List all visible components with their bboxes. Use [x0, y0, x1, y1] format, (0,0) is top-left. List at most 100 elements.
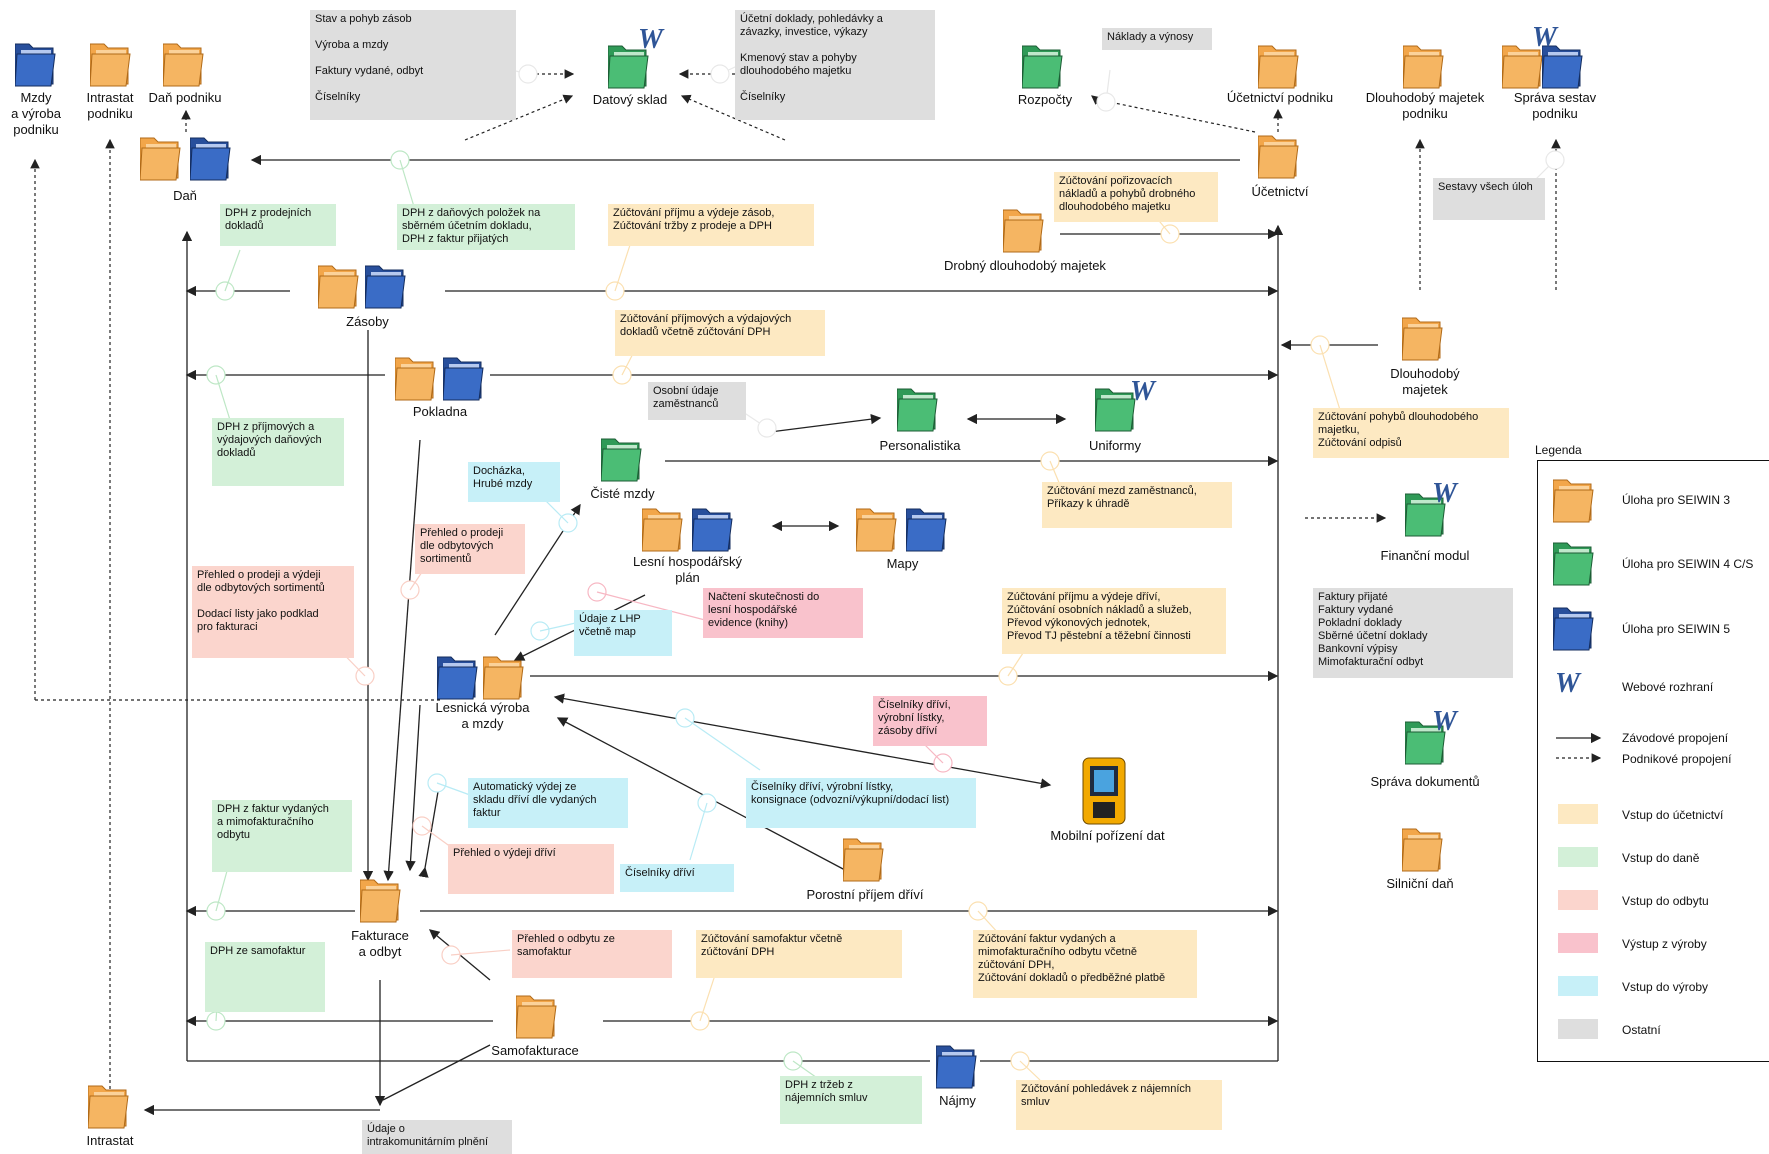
note: Údaje z LHP včetně map	[574, 610, 672, 656]
node-dan: Daň	[173, 188, 197, 203]
folder-blue-icon[interactable]	[436, 651, 481, 706]
folder-blue-icon[interactable]	[691, 503, 736, 558]
note: Osobní údaje zaměstnanců	[648, 382, 746, 420]
folder-orange-icon[interactable]	[162, 38, 207, 93]
note: Číselníky dříví	[620, 864, 734, 892]
folder-green-icon[interactable]	[600, 433, 645, 488]
legend-zavodove: Závodové propojení	[1622, 731, 1729, 745]
note: Sestavy všech úloh	[1433, 178, 1545, 220]
folder-blue-icon[interactable]	[905, 503, 950, 558]
node-pokladna: Pokladna	[412, 404, 468, 419]
note: Účetní doklady, pohledávky a závazky, in…	[735, 10, 935, 120]
note: Zúčtování příjmových a výdajových doklad…	[615, 310, 825, 356]
note: Zúčtování samofaktur včetně zúčtování DP…	[696, 930, 902, 978]
node-sprava-sestav: Správa sestav podniku	[1513, 90, 1597, 121]
folder-blue-icon[interactable]	[442, 352, 487, 407]
node-intrastat: Intrastat	[86, 1133, 134, 1148]
note: Automatický výdej ze skladu dříví dle vy…	[468, 778, 628, 828]
folder-orange-icon[interactable]	[842, 833, 887, 888]
legend-vystup-vyroby: Výstup z výroby	[1622, 937, 1707, 951]
node-zasoby: Zásoby	[346, 314, 389, 329]
note: Zúčtování faktur vydaných a mimofakturač…	[973, 930, 1197, 998]
folder-orange-icon[interactable]	[87, 1080, 132, 1135]
node-ucetnictvi: Účetnictví	[1251, 184, 1309, 199]
folder-orange-icon[interactable]	[1401, 312, 1446, 367]
legend-vstup-vyroby: Vstup do výroby	[1622, 980, 1709, 994]
legend-folder-orange-icon	[1552, 474, 1597, 529]
web-w-icon: W	[1432, 706, 1457, 737]
node-silnicni-dan: Silniční daň	[1386, 876, 1454, 891]
legend-web-icon: W	[1555, 668, 1580, 699]
folder-orange-icon[interactable]	[1402, 40, 1447, 95]
folder-orange-icon[interactable]	[89, 38, 134, 93]
legend-folder-blue-icon	[1552, 602, 1597, 657]
folder-orange-icon[interactable]	[641, 503, 686, 558]
legend-line-samples	[1556, 732, 1602, 763]
mobile-device-icon	[1082, 757, 1126, 825]
legend-swatch-green	[1558, 847, 1598, 867]
folder-blue-icon[interactable]	[364, 260, 409, 315]
legend-swatch-yellow	[1558, 804, 1598, 824]
folder-orange-icon[interactable]	[1257, 130, 1302, 185]
node-rozpocty: Rozpočty	[1017, 92, 1073, 107]
web-w-icon: W	[1532, 22, 1557, 53]
note: Přehled o prodeji dle odbytových sortime…	[415, 524, 525, 574]
legend-folder-green-icon	[1552, 537, 1597, 592]
legend-seiwin5: Úloha pro SEIWIN 5	[1622, 622, 1731, 636]
node-uniformy: Uniformy	[1088, 438, 1141, 453]
folder-orange-icon[interactable]	[1401, 823, 1446, 878]
folder-green-icon[interactable]	[1021, 40, 1066, 95]
node-mobilni: Mobilní pořízení dat	[1050, 828, 1165, 843]
note: Číselníky dříví, výrobní lístky, zásoby …	[873, 696, 987, 746]
note: DPH z faktur vydaných a mimofakturačního…	[212, 800, 352, 872]
note: Údaje o intrakomunitárním plnění	[362, 1120, 512, 1154]
web-w-icon: W	[638, 24, 663, 55]
folder-orange-icon[interactable]	[394, 352, 439, 407]
legend-swatch-red	[1558, 933, 1598, 953]
node-samofakturace: Samofakturace	[491, 1043, 579, 1058]
note: Faktury přijaté Faktury vydané Pokladní …	[1313, 588, 1513, 678]
folder-orange-icon[interactable]	[515, 990, 560, 1045]
node-mapy: Mapy	[886, 556, 919, 571]
folder-orange-icon[interactable]	[139, 132, 184, 187]
folder-blue-icon[interactable]	[14, 38, 59, 93]
note: Stav a pohyb zásob Výroba a mzdy Faktury…	[310, 10, 516, 120]
dotted-lines	[30, 69, 1561, 1095]
node-drobny-dm: Drobný dlouhodobý majetek	[944, 258, 1106, 273]
note: Náklady a výnosy	[1102, 28, 1212, 50]
node-personalistika: Personalistika	[879, 438, 961, 453]
note: Zúčtování příjmu a výdeje zásob, Zúčtová…	[608, 204, 814, 246]
note: Docházka, Hrubé mzdy	[468, 462, 560, 502]
folder-blue-icon[interactable]	[935, 1040, 980, 1095]
note: Přehled o odbytu ze samofaktur	[512, 930, 672, 978]
folder-orange-icon[interactable]	[1002, 204, 1047, 259]
node-financni-modul: Finanční modul	[1380, 548, 1470, 563]
folder-orange-icon[interactable]	[482, 651, 527, 706]
note: Zúčtování mezd zaměstnanců, Příkazy k úh…	[1042, 482, 1232, 528]
folder-orange-icon[interactable]	[359, 874, 404, 929]
note: Číselníky dříví, výrobní lístky, konsign…	[746, 778, 976, 828]
node-porostni: Porostní příjem dříví	[806, 887, 924, 902]
node-najmy: Nájmy	[939, 1093, 976, 1108]
folder-orange-icon[interactable]	[1257, 40, 1302, 95]
node-sprava-dokumentu: Správa dokumentů	[1370, 774, 1480, 789]
folder-orange-icon[interactable]	[317, 260, 362, 315]
legend-title: Legenda	[1535, 443, 1582, 457]
node-lesnicka-vyroba: Lesnická výroba a mzdy	[435, 700, 530, 731]
legend-swatch-grey	[1558, 1019, 1598, 1039]
legend-podnikove: Podnikové propojení	[1622, 752, 1732, 766]
web-w-icon: W	[1130, 376, 1155, 407]
node-ciste-mzdy: Čisté mzdy	[590, 486, 655, 501]
note: Načtení skutečnosti do lesní hospodářské…	[703, 588, 863, 638]
folder-green-icon[interactable]	[896, 383, 941, 438]
legend-web: Webové rozhraní	[1622, 680, 1714, 694]
folder-orange-icon[interactable]	[855, 503, 900, 558]
note: DPH z prodejních dokladů	[220, 204, 336, 246]
node-dan-podniku: Daň podniku	[148, 90, 222, 105]
note: DPH ze samofaktur	[205, 942, 325, 1012]
legend-ostatni: Ostatní	[1622, 1023, 1661, 1037]
folder-blue-icon[interactable]	[189, 132, 234, 187]
legend-swatch-cyan	[1558, 976, 1598, 996]
